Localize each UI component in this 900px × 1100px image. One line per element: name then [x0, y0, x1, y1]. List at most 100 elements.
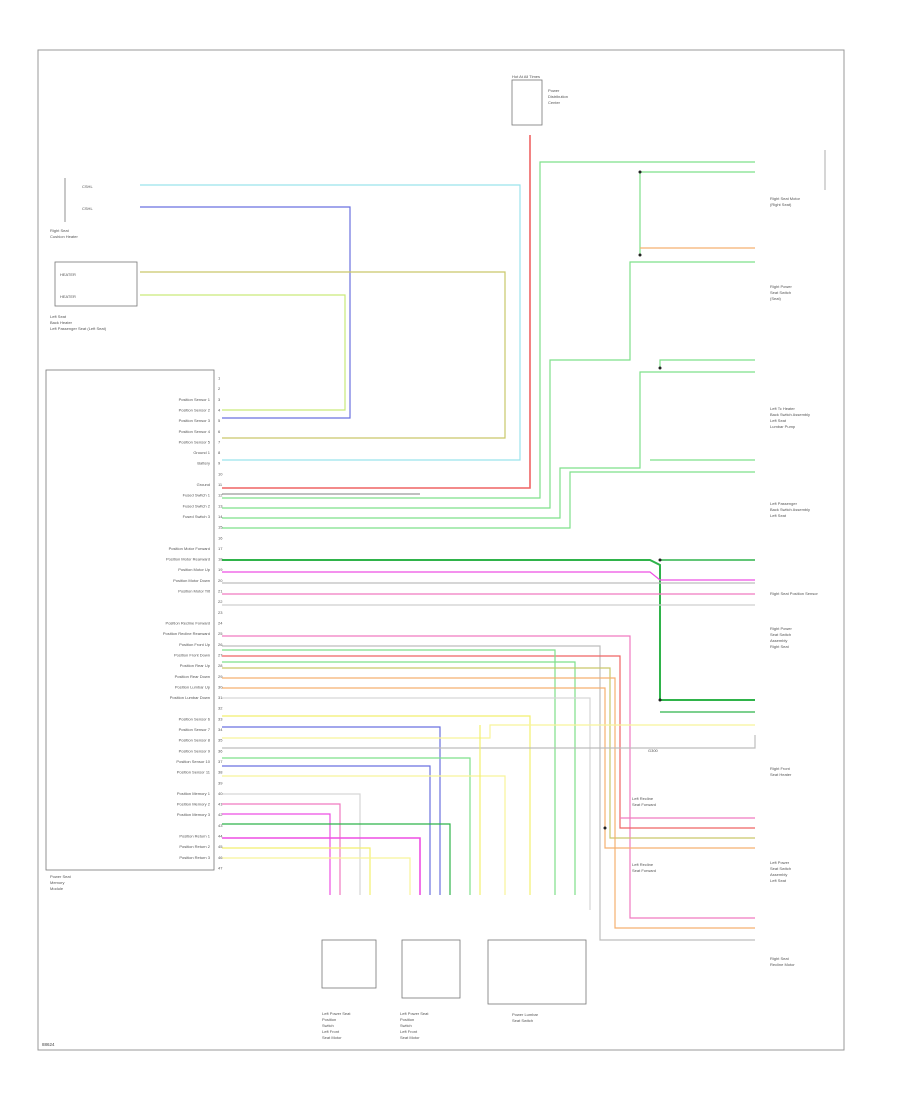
- right-sensor-note: Right Seat Position Sensor: [770, 591, 818, 596]
- svg-text:Recline Motor: Recline Motor: [770, 962, 795, 967]
- module-pin-number: 29: [218, 674, 223, 679]
- module-pin-label: Position Memory 3: [177, 812, 211, 817]
- module-pin-number: 31: [218, 695, 223, 700]
- svg-text:Left Power Seat: Left Power Seat: [400, 1011, 429, 1016]
- wire-gray-low4: [222, 793, 361, 895]
- svg-text:Right Power: Right Power: [770, 626, 792, 631]
- svg-text:Right Seat: Right Seat: [50, 228, 70, 233]
- svg-text:CSHL: CSHL: [82, 206, 93, 211]
- wire-red-main: [222, 135, 531, 489]
- svg-text:Assembly: Assembly: [770, 638, 787, 643]
- module-pin-number: 15: [218, 525, 223, 530]
- wire-cyan: [140, 184, 521, 461]
- wire-green-low1: [222, 649, 556, 895]
- svg-text:(Seat): (Seat): [770, 296, 782, 301]
- power-distribution-module: Hot At All Times Power Distribution Cent…: [511, 74, 568, 126]
- module-pin-label: Position Sensor 10: [176, 759, 210, 764]
- module-pin-number: 16: [218, 535, 223, 540]
- module-pin-label: Position Sensor 8: [179, 738, 211, 743]
- module-pin-label: Position Front Up: [179, 642, 211, 647]
- module-pin-number: 8: [218, 450, 221, 455]
- left-power-seat-position-switch-1: Left Power Seat Position Switch Left Fro…: [321, 939, 377, 1040]
- module-pin-label: Position Sensor 5: [179, 439, 211, 444]
- svg-text:CSHL: CSHL: [82, 184, 93, 189]
- module-pin-label: Position Motor Rearward: [166, 557, 210, 562]
- module-pin-number: 4: [218, 407, 221, 412]
- module-pin-number: 37: [218, 759, 223, 764]
- left-recline-motor: Left Recline Seat Forward: [632, 796, 656, 807]
- wire-gray-low2: [222, 697, 591, 910]
- svg-text:Center: Center: [548, 100, 561, 105]
- left-tc-heater-assembly: Left Tc Heater Back Switch Assembly Left…: [770, 406, 810, 429]
- module-pin-label: Position Sensor 3: [179, 418, 211, 423]
- svg-text:Left Front: Left Front: [322, 1029, 340, 1034]
- module-pin-number: 18: [218, 557, 223, 562]
- module-pin-label: Position Sensor 7: [179, 727, 211, 732]
- module-pin-number: 12: [218, 493, 223, 498]
- svg-text:Lumbar Pump: Lumbar Pump: [770, 424, 796, 429]
- svg-text:HEATER: HEATER: [60, 294, 76, 299]
- wire-pink-low: [222, 635, 755, 919]
- svg-text:HEATER: HEATER: [60, 272, 76, 277]
- left-recline-motor-2: Left Recline Seat Forward: [632, 862, 656, 873]
- module-pin-label: Position Front Down: [174, 652, 210, 657]
- module-pin-label: Position Recline Forward: [166, 621, 210, 626]
- wire-green-4: [659, 359, 755, 368]
- module-pin-label: Position Sensor 9: [179, 748, 211, 753]
- svg-text:Left Recline: Left Recline: [632, 862, 654, 867]
- wire-green-low2: [222, 661, 576, 895]
- svg-text:Seat Switch: Seat Switch: [770, 866, 791, 871]
- module-pin-label: Position Sensor 4: [179, 429, 211, 434]
- wire-green-2: [639, 171, 755, 255]
- wire-green-low3: [222, 757, 471, 895]
- wire-orange-low2: [222, 687, 755, 849]
- module-pin-label: Position Motor Up: [178, 567, 211, 572]
- module-pin-number: 21: [218, 589, 223, 594]
- right-power-seat-module: Right Power Seat Switch Assembly Right S…: [770, 626, 792, 649]
- svg-text:Seat Motor: Seat Motor: [322, 1035, 342, 1040]
- right-seat-motor-1: Right Seat Motor (Right Seat): [770, 150, 826, 207]
- wire-yellow-3: [222, 775, 506, 895]
- svg-text:Right Power: Right Power: [770, 284, 792, 289]
- module-pin-label: Position Sensor 6: [179, 716, 211, 721]
- module-pin-label: Position Sensor 2: [179, 407, 211, 412]
- svg-text:Position: Position: [322, 1017, 336, 1022]
- module-pin-number: 25: [218, 631, 223, 636]
- svg-text:Left Passenger: Left Passenger: [770, 501, 798, 506]
- module-pin-label: Fused Switch 3: [183, 514, 211, 519]
- left-power-seat-position-switch-2: Left Power Seat Position Switch Left Fro…: [400, 939, 461, 1040]
- module-pin-number: 11: [218, 482, 223, 487]
- module-pin-number: 9: [218, 461, 221, 466]
- svg-text:Power Lumbar: Power Lumbar: [512, 1012, 539, 1017]
- svg-text:Seat Switch: Seat Switch: [512, 1018, 533, 1023]
- wire-olive: [140, 271, 506, 439]
- wire-green-1: [222, 161, 755, 499]
- wire-layer: [140, 135, 756, 941]
- wire-magenta-low: [222, 813, 331, 895]
- module-pin-number: 2: [218, 386, 221, 391]
- svg-text:Seat Heater: Seat Heater: [770, 772, 792, 777]
- module-pin-number: 10: [218, 471, 223, 476]
- module-pin-number: 1: [218, 376, 221, 381]
- wire-blue: [140, 206, 351, 419]
- module-pin-label: Position Lumbar Up: [175, 684, 211, 689]
- wire-darkgreen-bundle: [222, 559, 755, 701]
- module-pin-label: Fused Switch 1: [183, 493, 211, 498]
- svg-text:Power: Power: [548, 88, 560, 93]
- module-pin-number: 45: [218, 844, 223, 849]
- module-pin-label: Position Recline Rearward: [163, 631, 210, 636]
- module-pin-number: 20: [218, 578, 223, 583]
- module-pin-label: Position Lumbar Down: [170, 695, 210, 700]
- svg-text:Left Tc Heater: Left Tc Heater: [770, 406, 795, 411]
- svg-text:Back Switch Assembly: Back Switch Assembly: [770, 412, 810, 417]
- svg-text:Seat Switch: Seat Switch: [770, 290, 791, 295]
- module-pin-number: 24: [218, 621, 223, 626]
- ground-label: G300: [648, 748, 659, 753]
- wire-yellow-low5: [222, 857, 411, 895]
- wire-green-3: [222, 261, 755, 509]
- svg-text:Right Seat: Right Seat: [770, 956, 790, 961]
- module-pin-number: 6: [218, 429, 221, 434]
- module-pin-number: 32: [218, 706, 223, 711]
- module-pin-number: 41: [218, 802, 223, 807]
